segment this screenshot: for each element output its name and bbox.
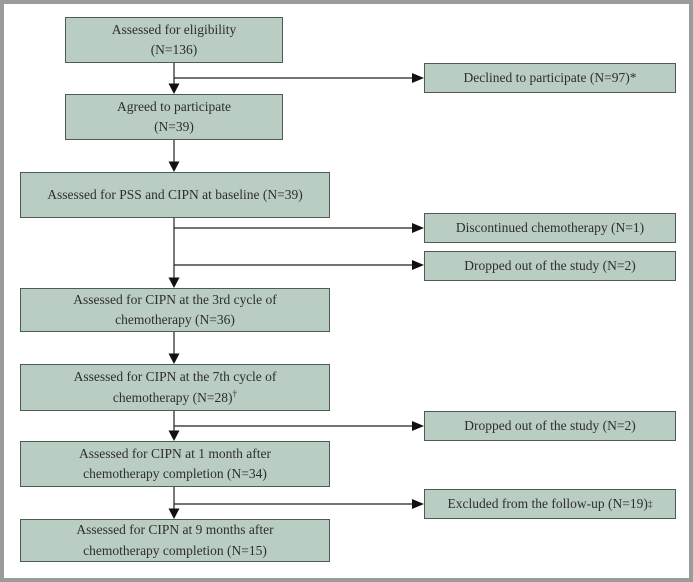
flow-box-baseline-assessment: Assessed for PSS and CIPN at baseline (N… [20,172,330,218]
box-text: Assessed for CIPN at 9 months after [76,522,274,538]
box-text-part: chemotherapy (N=28) [112,389,233,405]
flow-box-declined: Declined to participate (N=97)* [424,63,676,93]
box-text: Assessed for eligibility [111,21,237,37]
box-text: Excluded from the follow-up (N=19) [447,495,648,511]
arrowhead-right-icon [412,421,424,431]
box-text: chemotherapy (N=36) [115,312,235,327]
dagger-footnote-mark: † [232,388,238,398]
box-text: Assessed for PSS and CIPN at baseline (N… [47,186,303,202]
arrowhead-down-icon [168,430,180,441]
arrowhead-right-icon [412,260,424,270]
box-text: Declined to participate (N=97)* [463,69,637,85]
arrowhead-right-icon [412,73,424,83]
flow-box-9-month-assessment: Assessed for CIPN at 9 months after chem… [20,519,330,562]
box-text: Agreed to participate [117,98,231,114]
box-text: chemotherapy completion (N=34) [83,466,267,481]
flow-box-1-month-assessment: Assessed for CIPN at 1 month after chemo… [20,441,330,487]
arrowhead-down-icon [168,277,180,288]
flow-box-agreed-to-participate: Agreed to participate (N=39) [65,94,283,140]
flow-box-eligibility: Assessed for eligibility (N=136) [65,17,283,63]
arrowhead-down-icon [168,353,180,364]
arrowhead-down-icon [168,161,180,172]
arrowhead-right-icon [412,499,424,509]
flow-box-discontinued-chemotherapy: Discontinued chemotherapy (N=1) [424,213,676,243]
box-text: Assessed for CIPN at the 3rd cycle of [73,291,277,307]
box-count: (N=39) [154,119,194,134]
box-text: Assessed for CIPN at 1 month after [79,445,271,461]
flow-box-excluded-follow-up: Excluded from the follow-up (N=19)‡ [424,489,676,519]
box-text: Discontinued chemotherapy (N=1) [455,219,645,235]
arrowhead-right-icon [412,223,424,233]
box-text: chemotherapy completion (N=15) [83,542,267,558]
arrowhead-down-icon [168,83,180,94]
arrowhead-down-icon [168,508,180,519]
box-text: Dropped out of the study (N=2) [464,257,636,273]
box-text: chemotherapy (N=28)† [113,388,237,408]
box-count: (N=136) [150,42,198,57]
box-text: Assessed for CIPN at the 7th cycle of [73,369,277,385]
flow-box-dropped-out-1: Dropped out of the study (N=2) [424,251,676,281]
flow-box-dropped-out-2: Dropped out of the study (N=2) [424,411,676,441]
flow-box-cycle3-assessment: Assessed for CIPN at the 3rd cycle of ch… [20,288,330,332]
flow-box-cycle7-assessment: Assessed for CIPN at the 7th cycle of ch… [20,364,330,411]
box-text: Dropped out of the study (N=2) [464,417,636,433]
